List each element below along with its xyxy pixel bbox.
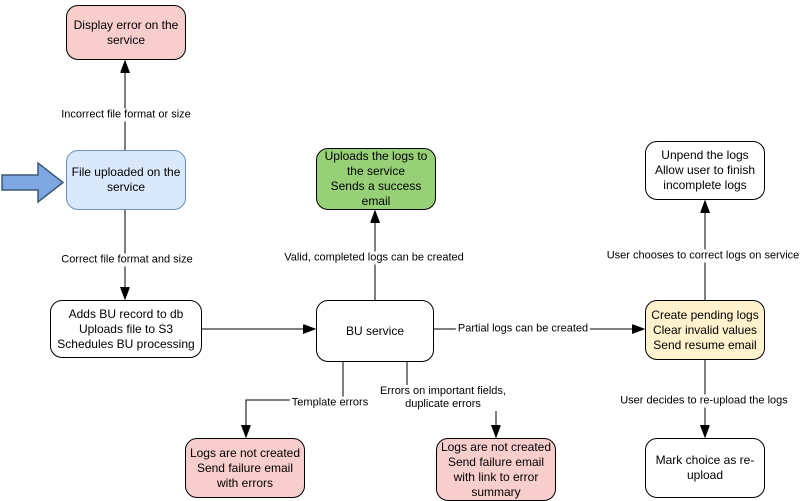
- node-mark-reupload: Mark choice as re- upload: [645, 438, 765, 498]
- node-adds-bu-record: Adds BU record to db Uploads file to S3 …: [50, 300, 202, 358]
- node-label: Adds BU record to db Uploads file to S3 …: [57, 306, 195, 351]
- node-label: Mark choice as re- upload: [655, 453, 755, 482]
- node-file-uploaded: File uploaded on the service: [66, 150, 186, 210]
- edge-label-field-errors: Errors on important fields, duplicate er…: [378, 385, 508, 411]
- edge-label-user-corrects: User chooses to correct logs on service: [604, 249, 801, 263]
- node-label: Logs are not created Send failure email …: [189, 445, 301, 490]
- node-label: Unpend the logs Allow user to finish inc…: [654, 148, 756, 192]
- node-label: File uploaded on the service: [71, 165, 181, 194]
- node-logs-not-created-errors: Logs are not created Send failure email …: [185, 438, 305, 498]
- input-arrow-icon: [1, 161, 65, 204]
- node-unpend-logs: Unpend the logs Allow user to finish inc…: [645, 141, 765, 200]
- node-display-error: Display error on the service: [66, 5, 186, 60]
- edge-label-valid-completed: Valid, completed logs can be created: [282, 251, 466, 265]
- node-label: Logs are not created Send failure email …: [440, 439, 552, 499]
- node-label: Display error on the service: [73, 17, 179, 47]
- node-logs-not-created-summary: Logs are not created Send failure email …: [436, 438, 556, 501]
- node-create-pending-logs: Create pending logs Clear invalid values…: [645, 300, 765, 360]
- node-uploads-logs-success: Uploads the logs to the service Sends a …: [316, 148, 436, 210]
- node-label: Uploads the logs to the service Sends a …: [324, 149, 428, 208]
- node-label: BU service: [345, 323, 404, 338]
- node-bu-service: BU service: [316, 300, 434, 362]
- edge-label-partial-logs: Partial logs can be created: [455, 322, 591, 336]
- edge-label-correct-file: Correct file format and size: [59, 253, 195, 267]
- edge-label-template-errors: Template errors: [289, 396, 371, 410]
- edge-label-incorrect-file: Incorrect file format or size: [59, 108, 193, 122]
- edge-label-user-reuploads: User decides to re-upload the logs: [618, 394, 790, 408]
- node-label: Create pending logs Clear invalid values…: [651, 307, 759, 352]
